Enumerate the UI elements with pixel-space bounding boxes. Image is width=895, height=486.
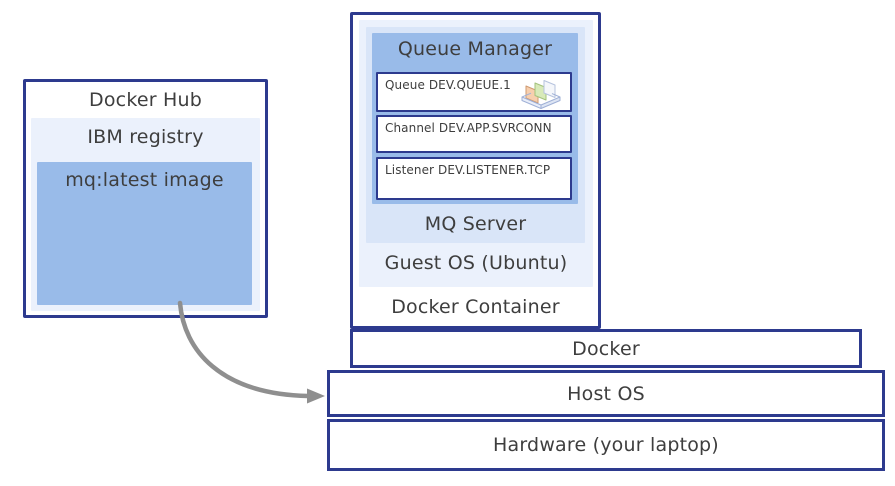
docker-layer-label: Docker (572, 337, 640, 360)
mq-image-label: mq:latest image (65, 169, 224, 191)
queue-item-label: Queue DEV.QUEUE.1 (385, 78, 511, 92)
mq-server-panel: MQ Server Queue Manager Queue DEV.QUEUE.… (366, 27, 585, 243)
docker-hub-box: Docker Hub IBM registry mq:latest image (23, 79, 268, 318)
guest-os-panel: Guest OS (Ubuntu) MQ Server Queue Manage… (359, 20, 593, 287)
docker-layer-bar: Docker (350, 329, 862, 368)
listener-item: Listener DEV.LISTENER.TCP (376, 157, 572, 200)
mq-image-panel: mq:latest image (37, 162, 252, 305)
ibm-registry-label: IBM registry (87, 126, 204, 148)
guest-os-label: Guest OS (Ubuntu) (384, 252, 568, 274)
docker-container-label: Docker Container (391, 296, 560, 318)
hardware-layer-label: Hardware (your laptop) (493, 434, 719, 456)
host-os-layer-label: Host OS (567, 382, 645, 405)
arrowhead-icon (307, 388, 325, 404)
pull-image-arrow (177, 300, 325, 404)
channel-item-label: Channel DEV.APP.SVRCONN (385, 121, 552, 135)
docker-hub-title: Docker Hub (89, 89, 202, 111)
listener-item-label: Listener DEV.LISTENER.TCP (385, 163, 551, 177)
queue-item: Queue DEV.QUEUE.1 (376, 72, 572, 112)
queue-manager-title: Queue Manager (397, 38, 553, 60)
queue-tray-icon (521, 80, 561, 109)
docker-container-box: Docker Container Guest OS (Ubuntu) MQ Se… (350, 12, 601, 329)
queue-manager-panel: Queue Manager Queue DEV.QUEUE.1 (372, 33, 578, 204)
hardware-layer-bar: Hardware (your laptop) (327, 419, 885, 471)
mq-server-label: MQ Server (424, 213, 527, 235)
ibm-registry-panel: IBM registry mq:latest image (31, 118, 260, 311)
channel-item: Channel DEV.APP.SVRCONN (376, 115, 572, 153)
host-os-layer-bar: Host OS (327, 370, 885, 417)
